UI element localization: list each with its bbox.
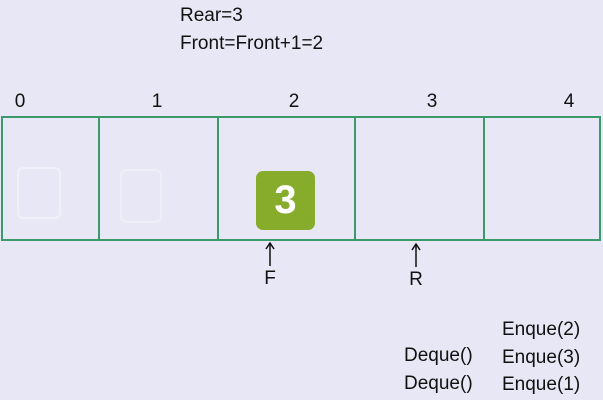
front-status: Front=Front+1=2 bbox=[180, 33, 324, 54]
index-label-4: 4 bbox=[563, 91, 575, 112]
faded-slot-0 bbox=[17, 167, 61, 219]
index-label-0: 0 bbox=[14, 91, 26, 112]
front-pointer-label: F bbox=[264, 268, 276, 289]
enqueue-op-1: Enque(2) bbox=[502, 319, 581, 340]
index-label-2: 2 bbox=[288, 91, 300, 112]
rear-pointer-label: R bbox=[409, 269, 423, 290]
enqueue-op-3: Enque(1) bbox=[502, 374, 581, 395]
dequeue-op-1: Deque() bbox=[404, 345, 473, 366]
up-arrow-icon bbox=[255, 242, 285, 268]
dequeue-op-2: Deque() bbox=[404, 373, 473, 394]
queue-cell-value: 3 bbox=[256, 171, 315, 230]
faded-slot-1 bbox=[120, 169, 162, 223]
rear-pointer: R bbox=[401, 243, 431, 291]
enqueue-op-2: Enque(3) bbox=[502, 347, 581, 368]
rear-status: Rear=3 bbox=[180, 5, 243, 26]
index-label-3: 3 bbox=[426, 91, 438, 112]
front-pointer: F bbox=[255, 242, 285, 290]
queue-outline bbox=[1, 116, 601, 241]
up-arrow-icon bbox=[401, 243, 431, 269]
index-label-1: 1 bbox=[151, 91, 163, 112]
